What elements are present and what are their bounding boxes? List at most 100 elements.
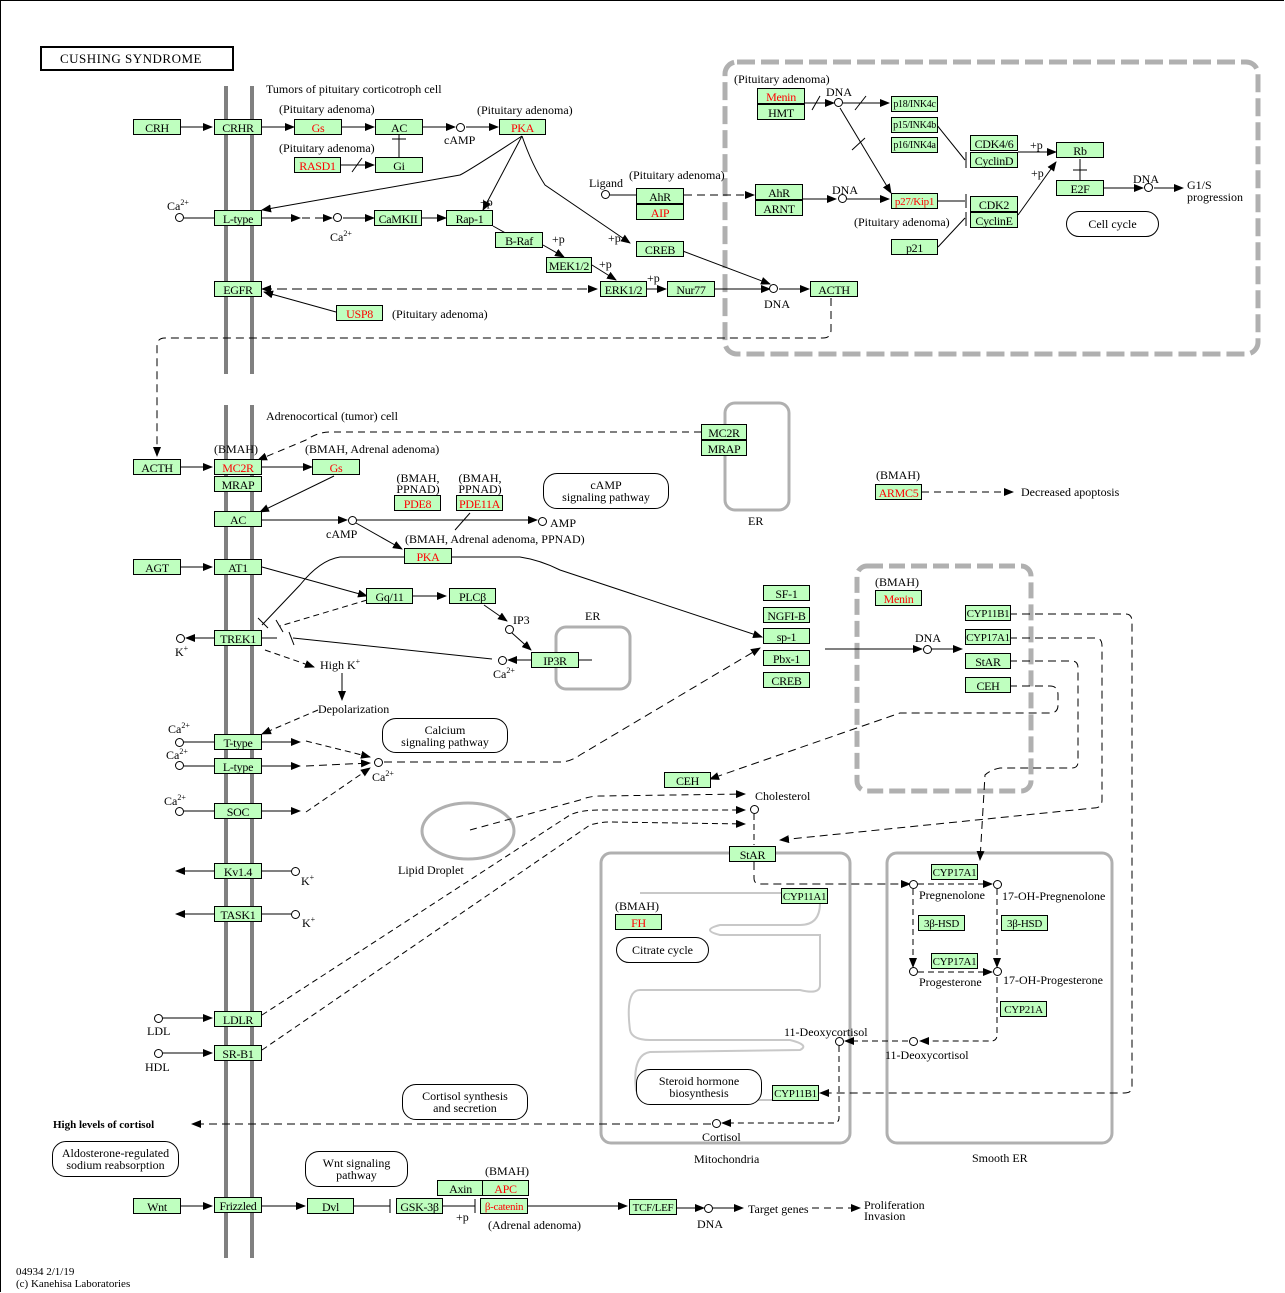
gene-egfr[interactable]: EGFR xyxy=(214,281,262,297)
gene-fh[interactable]: FH xyxy=(615,914,662,930)
gene-cdk2[interactable]: CDK2 xyxy=(970,196,1018,212)
gene-beta-catenin[interactable]: β-catenin xyxy=(480,1198,528,1214)
compound-dna[interactable] xyxy=(1144,183,1153,192)
compound-dna[interactable] xyxy=(838,194,847,203)
compound-k[interactable] xyxy=(176,634,185,643)
gene-pde11a[interactable]: PDE11A xyxy=(456,495,503,511)
gene-braf[interactable]: B-Raf xyxy=(495,232,543,248)
gene-acth-adrenal[interactable]: ACTH xyxy=(133,459,181,475)
gene-mc2r-er[interactable]: MC2R xyxy=(701,424,747,440)
gene-ahr-1[interactable]: AhR xyxy=(636,188,684,204)
compound-ligand[interactable] xyxy=(601,190,610,199)
gene-aip[interactable]: AIP xyxy=(636,204,684,220)
gene-rb[interactable]: Rb xyxy=(1056,142,1104,158)
gene-sf1[interactable]: SF-1 xyxy=(763,585,810,601)
gene-ahr-2[interactable]: AhR xyxy=(755,184,803,200)
gene-cycline[interactable]: CyclinE xyxy=(970,212,1018,228)
gene-sp1[interactable]: sp-1 xyxy=(763,628,810,644)
gene-ac-adrenal[interactable]: AC xyxy=(214,511,262,527)
gene-acth-pituitary[interactable]: ACTH xyxy=(810,281,858,297)
gene-gq11[interactable]: Gq/11 xyxy=(366,588,413,604)
gene-axin[interactable]: Axin xyxy=(437,1180,484,1196)
gene-star[interactable]: StAR xyxy=(729,846,776,862)
pathway-link-cell-cycle[interactable]: Cell cycle xyxy=(1066,211,1159,237)
gene-p15ink4b[interactable]: p15/INK4b xyxy=(891,117,938,133)
gene-creb-adrenal[interactable]: CREB xyxy=(763,672,810,688)
gene-ac-pituitary[interactable]: AC xyxy=(375,119,423,135)
pathway-link-calcium-signaling[interactable]: Calcium signaling pathway xyxy=(382,718,508,753)
gene-pbx1[interactable]: Pbx-1 xyxy=(763,650,810,666)
compound-cortisol[interactable] xyxy=(712,1119,721,1128)
compound-ca[interactable] xyxy=(175,213,184,222)
gene-ceh-nucleus[interactable]: CEH xyxy=(965,677,1011,693)
gene-erk12[interactable]: ERK1/2 xyxy=(600,281,647,297)
gene-nur77[interactable]: Nur77 xyxy=(667,281,715,297)
gene-mrap-er[interactable]: MRAP xyxy=(701,440,747,456)
gene-wnt[interactable]: Wnt xyxy=(133,1198,181,1214)
gene-cyp11b1[interactable]: CYP11B1 xyxy=(772,1085,819,1101)
gene-crh[interactable]: CRH xyxy=(133,119,181,135)
gene-mrap[interactable]: MRAP xyxy=(214,476,262,492)
gene-cyp17a1-a[interactable]: CYP17A1 xyxy=(931,864,978,880)
gene-menin-pituitary[interactable]: Menin xyxy=(757,88,805,104)
gene-p16ink4a[interactable]: p16/INK4a xyxy=(891,137,938,153)
gene-tcflef[interactable]: TCF/LEF xyxy=(629,1199,677,1215)
gene-pde8[interactable]: PDE8 xyxy=(394,495,441,511)
gene-mc2r[interactable]: MC2R xyxy=(214,459,262,475)
pathway-link-steroid-hormone[interactable]: Steroid hormone biosynthesis xyxy=(636,1069,762,1105)
compound-ca[interactable] xyxy=(175,738,184,747)
gene-3bhsd-b[interactable]: 3β-HSD xyxy=(1001,915,1048,931)
gene-star-nucleus[interactable]: StAR xyxy=(965,653,1011,669)
compound-dna[interactable] xyxy=(834,98,843,107)
compound-ldl[interactable] xyxy=(154,1014,163,1023)
pathway-link-camp-signaling[interactable]: cAMP signaling pathway xyxy=(543,473,669,509)
gene-ngfib[interactable]: NGFI-B xyxy=(763,607,810,623)
gene-gs-pituitary[interactable]: Gs xyxy=(294,119,342,135)
compound-pregnenolone[interactable] xyxy=(909,880,918,889)
compound-ca[interactable] xyxy=(175,761,184,770)
gene-mek12[interactable]: MEK1/2 xyxy=(546,257,592,273)
gene-rap1[interactable]: Rap-1 xyxy=(446,210,493,226)
gene-gsk3b[interactable]: GSK-3β xyxy=(396,1198,443,1214)
compound-11-deoxycortisol[interactable] xyxy=(835,1037,844,1046)
gene-cyp21a[interactable]: CYP21A xyxy=(1000,1001,1047,1017)
compound-dna[interactable] xyxy=(769,284,778,293)
compound-ca[interactable] xyxy=(498,656,507,665)
gene-at1[interactable]: AT1 xyxy=(214,559,262,575)
gene-soc[interactable]: SOC xyxy=(214,803,262,819)
gene-cyp17a1-nucleus[interactable]: CYP17A1 xyxy=(965,629,1011,645)
gene-p21[interactable]: p21 xyxy=(891,239,938,255)
pathway-link-aldosterone[interactable]: Aldosterone-regulated sodium reabsorptio… xyxy=(52,1141,179,1177)
gene-rasd1[interactable]: RASD1 xyxy=(294,157,341,173)
compound-11-deoxycortisol[interactable] xyxy=(909,1037,918,1046)
gene-ltype-adrenal[interactable]: L-type xyxy=(214,758,262,774)
compound-camp[interactable] xyxy=(348,516,357,525)
gene-p18ink4c[interactable]: p18/INK4c xyxy=(891,96,938,112)
gene-armc5[interactable]: ARMC5 xyxy=(875,484,922,500)
pathway-link-cortisol-synthesis[interactable]: Cortisol synthesis and secretion xyxy=(402,1084,528,1120)
compound-dna[interactable] xyxy=(923,645,932,654)
gene-cdk46[interactable]: CDK4/6 xyxy=(970,135,1018,151)
gene-dvl[interactable]: Dvl xyxy=(307,1198,354,1214)
compound-17oh-progesterone[interactable] xyxy=(993,967,1002,976)
gene-plcb[interactable]: PLCβ xyxy=(449,588,496,604)
compound-hdl[interactable] xyxy=(154,1049,163,1058)
gene-ttype[interactable]: T-type xyxy=(214,734,262,750)
gene-pka-adrenal[interactable]: PKA xyxy=(404,548,452,564)
compound-amp[interactable] xyxy=(538,517,547,526)
compound-17oh-pregnenolone[interactable] xyxy=(993,880,1002,889)
gene-p27kip1[interactable]: p27/Kip1 xyxy=(891,193,938,209)
gene-ldlr[interactable]: LDLR xyxy=(214,1011,262,1027)
compound-ca[interactable] xyxy=(374,758,383,767)
gene-apc[interactable]: APC xyxy=(482,1180,529,1196)
gene-3bhsd-a[interactable]: 3β-HSD xyxy=(918,915,965,931)
gene-pka-pituitary[interactable]: PKA xyxy=(499,119,546,135)
gene-cyp11b1-nucleus[interactable]: CYP11B1 xyxy=(965,605,1011,621)
compound-ip3[interactable] xyxy=(505,625,514,634)
compound-ca[interactable] xyxy=(333,213,342,222)
compound-dna[interactable] xyxy=(704,1204,713,1213)
compound-cholesterol[interactable] xyxy=(750,805,759,814)
gene-ltype-pituitary[interactable]: L-type xyxy=(214,210,262,226)
gene-agt[interactable]: AGT xyxy=(133,559,181,575)
compound-k[interactable] xyxy=(291,910,300,919)
